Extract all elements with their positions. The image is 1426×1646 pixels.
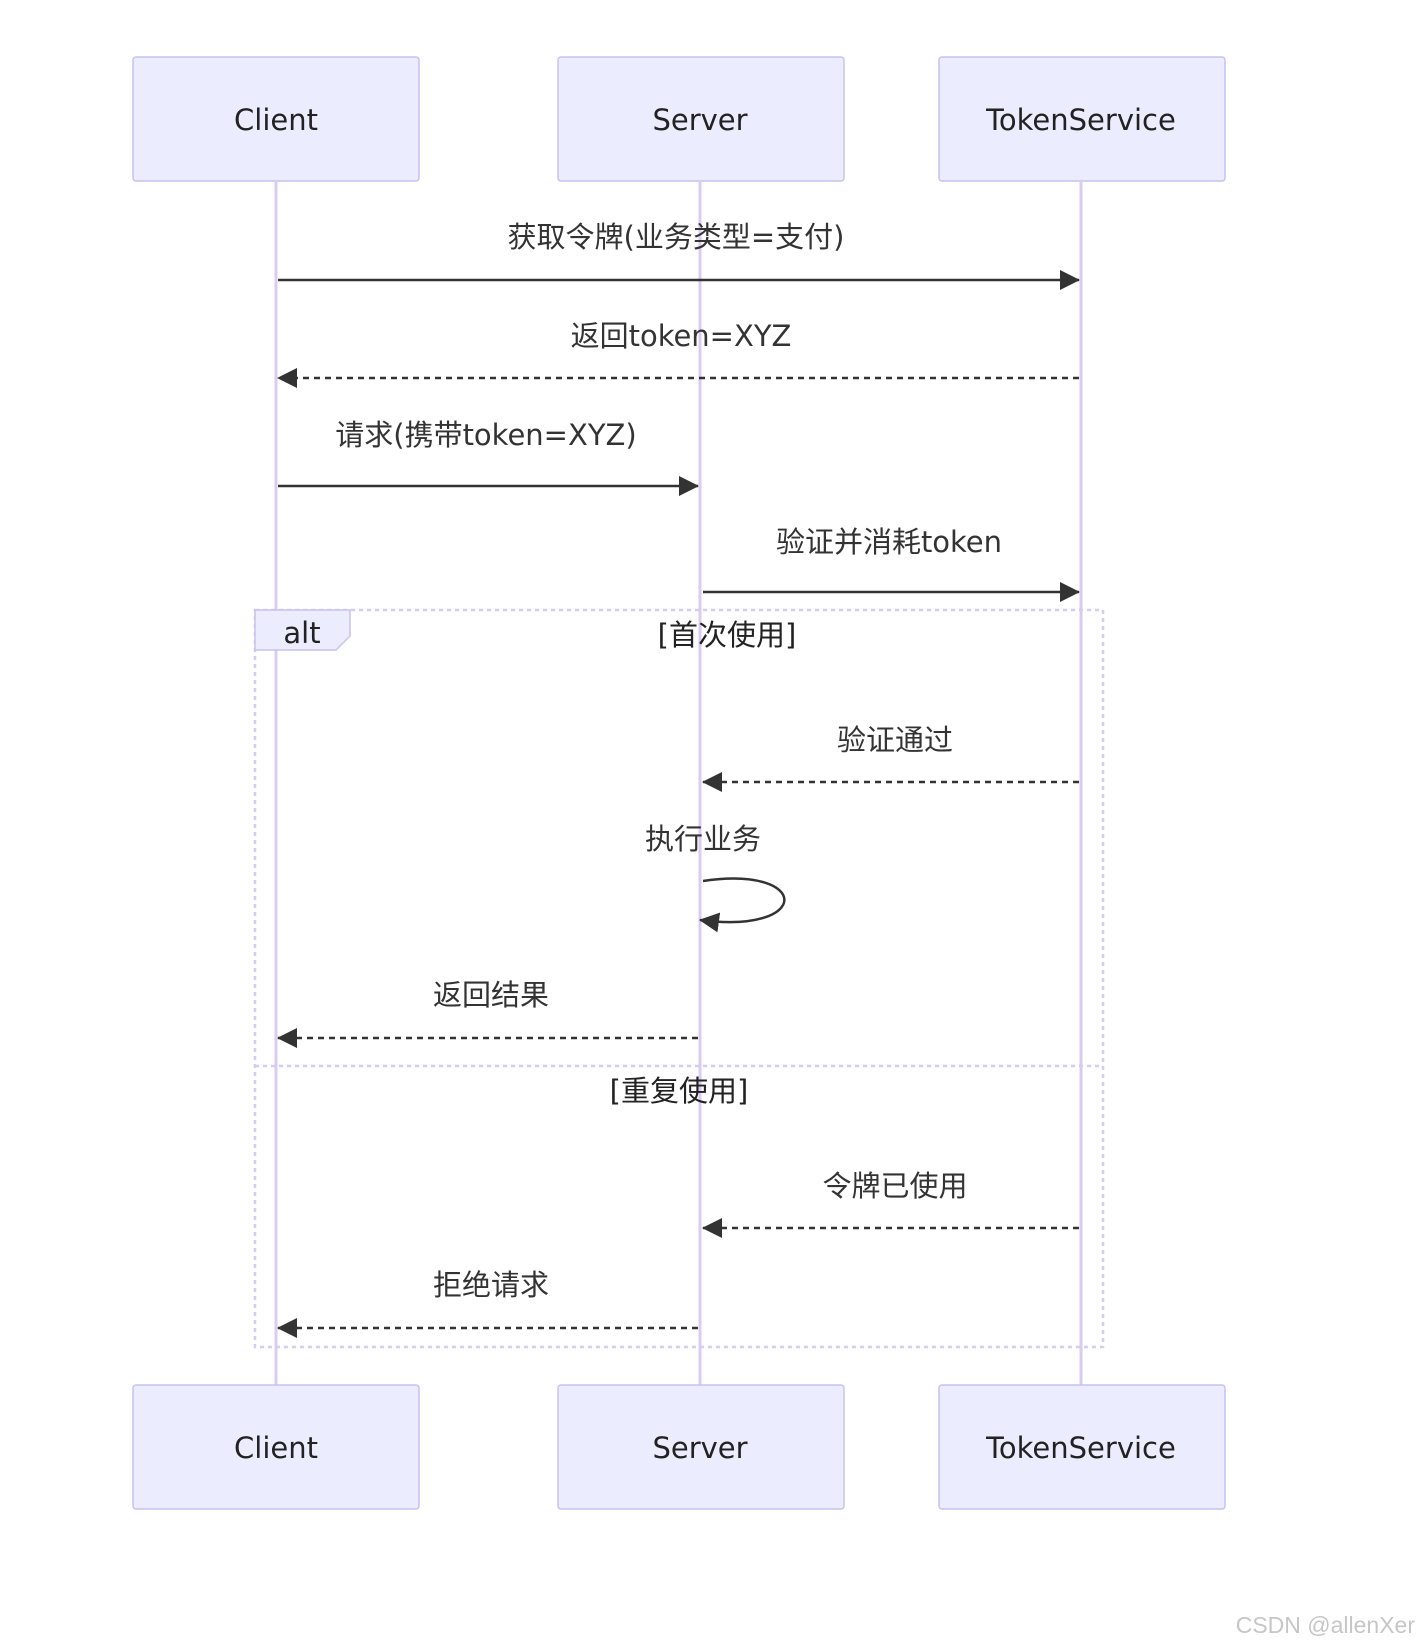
self-call-arrow (699, 877, 786, 933)
actor-box (132, 1384, 420, 1510)
alt-frame-tag (254, 609, 351, 651)
message-reject: 拒绝请求 (277, 1268, 698, 1338)
actor-box (938, 56, 1226, 182)
message-label: 返回token=XYZ (571, 319, 792, 353)
message-label: 验证通过 (837, 723, 953, 757)
message-label: 请求(携带token=XYZ) (335, 418, 636, 452)
message-label: 令牌已使用 (822, 1169, 967, 1203)
message-request: 请求(携带token=XYZ) (278, 418, 699, 496)
message-return-token: 返回token=XYZ (277, 319, 1079, 388)
actor-box (132, 56, 420, 182)
actor-client-top: Client (132, 56, 420, 182)
alt-frame-border (253, 608, 1105, 1349)
message-get-token: 获取令牌(业务类型=支付) (278, 220, 1080, 290)
actor-tokenservice-bottom: TokenService (938, 1384, 1226, 1510)
actor-tokenservice-top: TokenService (938, 56, 1226, 182)
actor-label-tokenservice-bottom: TokenService (985, 1431, 1176, 1465)
message-token-used: 令牌已使用 (702, 1169, 1079, 1238)
actor-box (557, 56, 845, 182)
actor-label-client-top: Client (234, 103, 318, 137)
actor-label-tokenservice-top: TokenService (985, 103, 1176, 137)
message-label: 验证并消耗token (776, 525, 1002, 559)
alt-condition-first: [首次使用] (658, 618, 797, 652)
actor-server-top: Server (557, 56, 845, 182)
actor-box (938, 1384, 1226, 1510)
alt-keyword: alt (283, 616, 320, 650)
message-verify-ok: 验证通过 (702, 723, 1079, 792)
message-return-result: 返回结果 (277, 978, 698, 1048)
actor-label-server-top: Server (652, 103, 747, 137)
message-label: 执行业务 (645, 822, 761, 856)
message-label: 获取令牌(业务类型=支付) (508, 220, 845, 254)
actor-server-bottom: Server (557, 1384, 845, 1510)
watermark: CSDN @allenXer (1236, 1612, 1416, 1638)
message-verify-consume: 验证并消耗token (703, 525, 1080, 602)
actor-label-client-bottom: Client (234, 1431, 318, 1465)
alt-frame: alt [首次使用] [重复使用] (253, 608, 1105, 1349)
alt-condition-second: [重复使用] (610, 1074, 749, 1108)
actor-box (557, 1384, 845, 1510)
actor-client-bottom: Client (132, 1384, 420, 1510)
message-execute: 执行业务 (645, 822, 786, 933)
message-label: 返回结果 (433, 978, 549, 1012)
actor-label-server-bottom: Server (652, 1431, 747, 1465)
message-label: 拒绝请求 (433, 1268, 549, 1302)
